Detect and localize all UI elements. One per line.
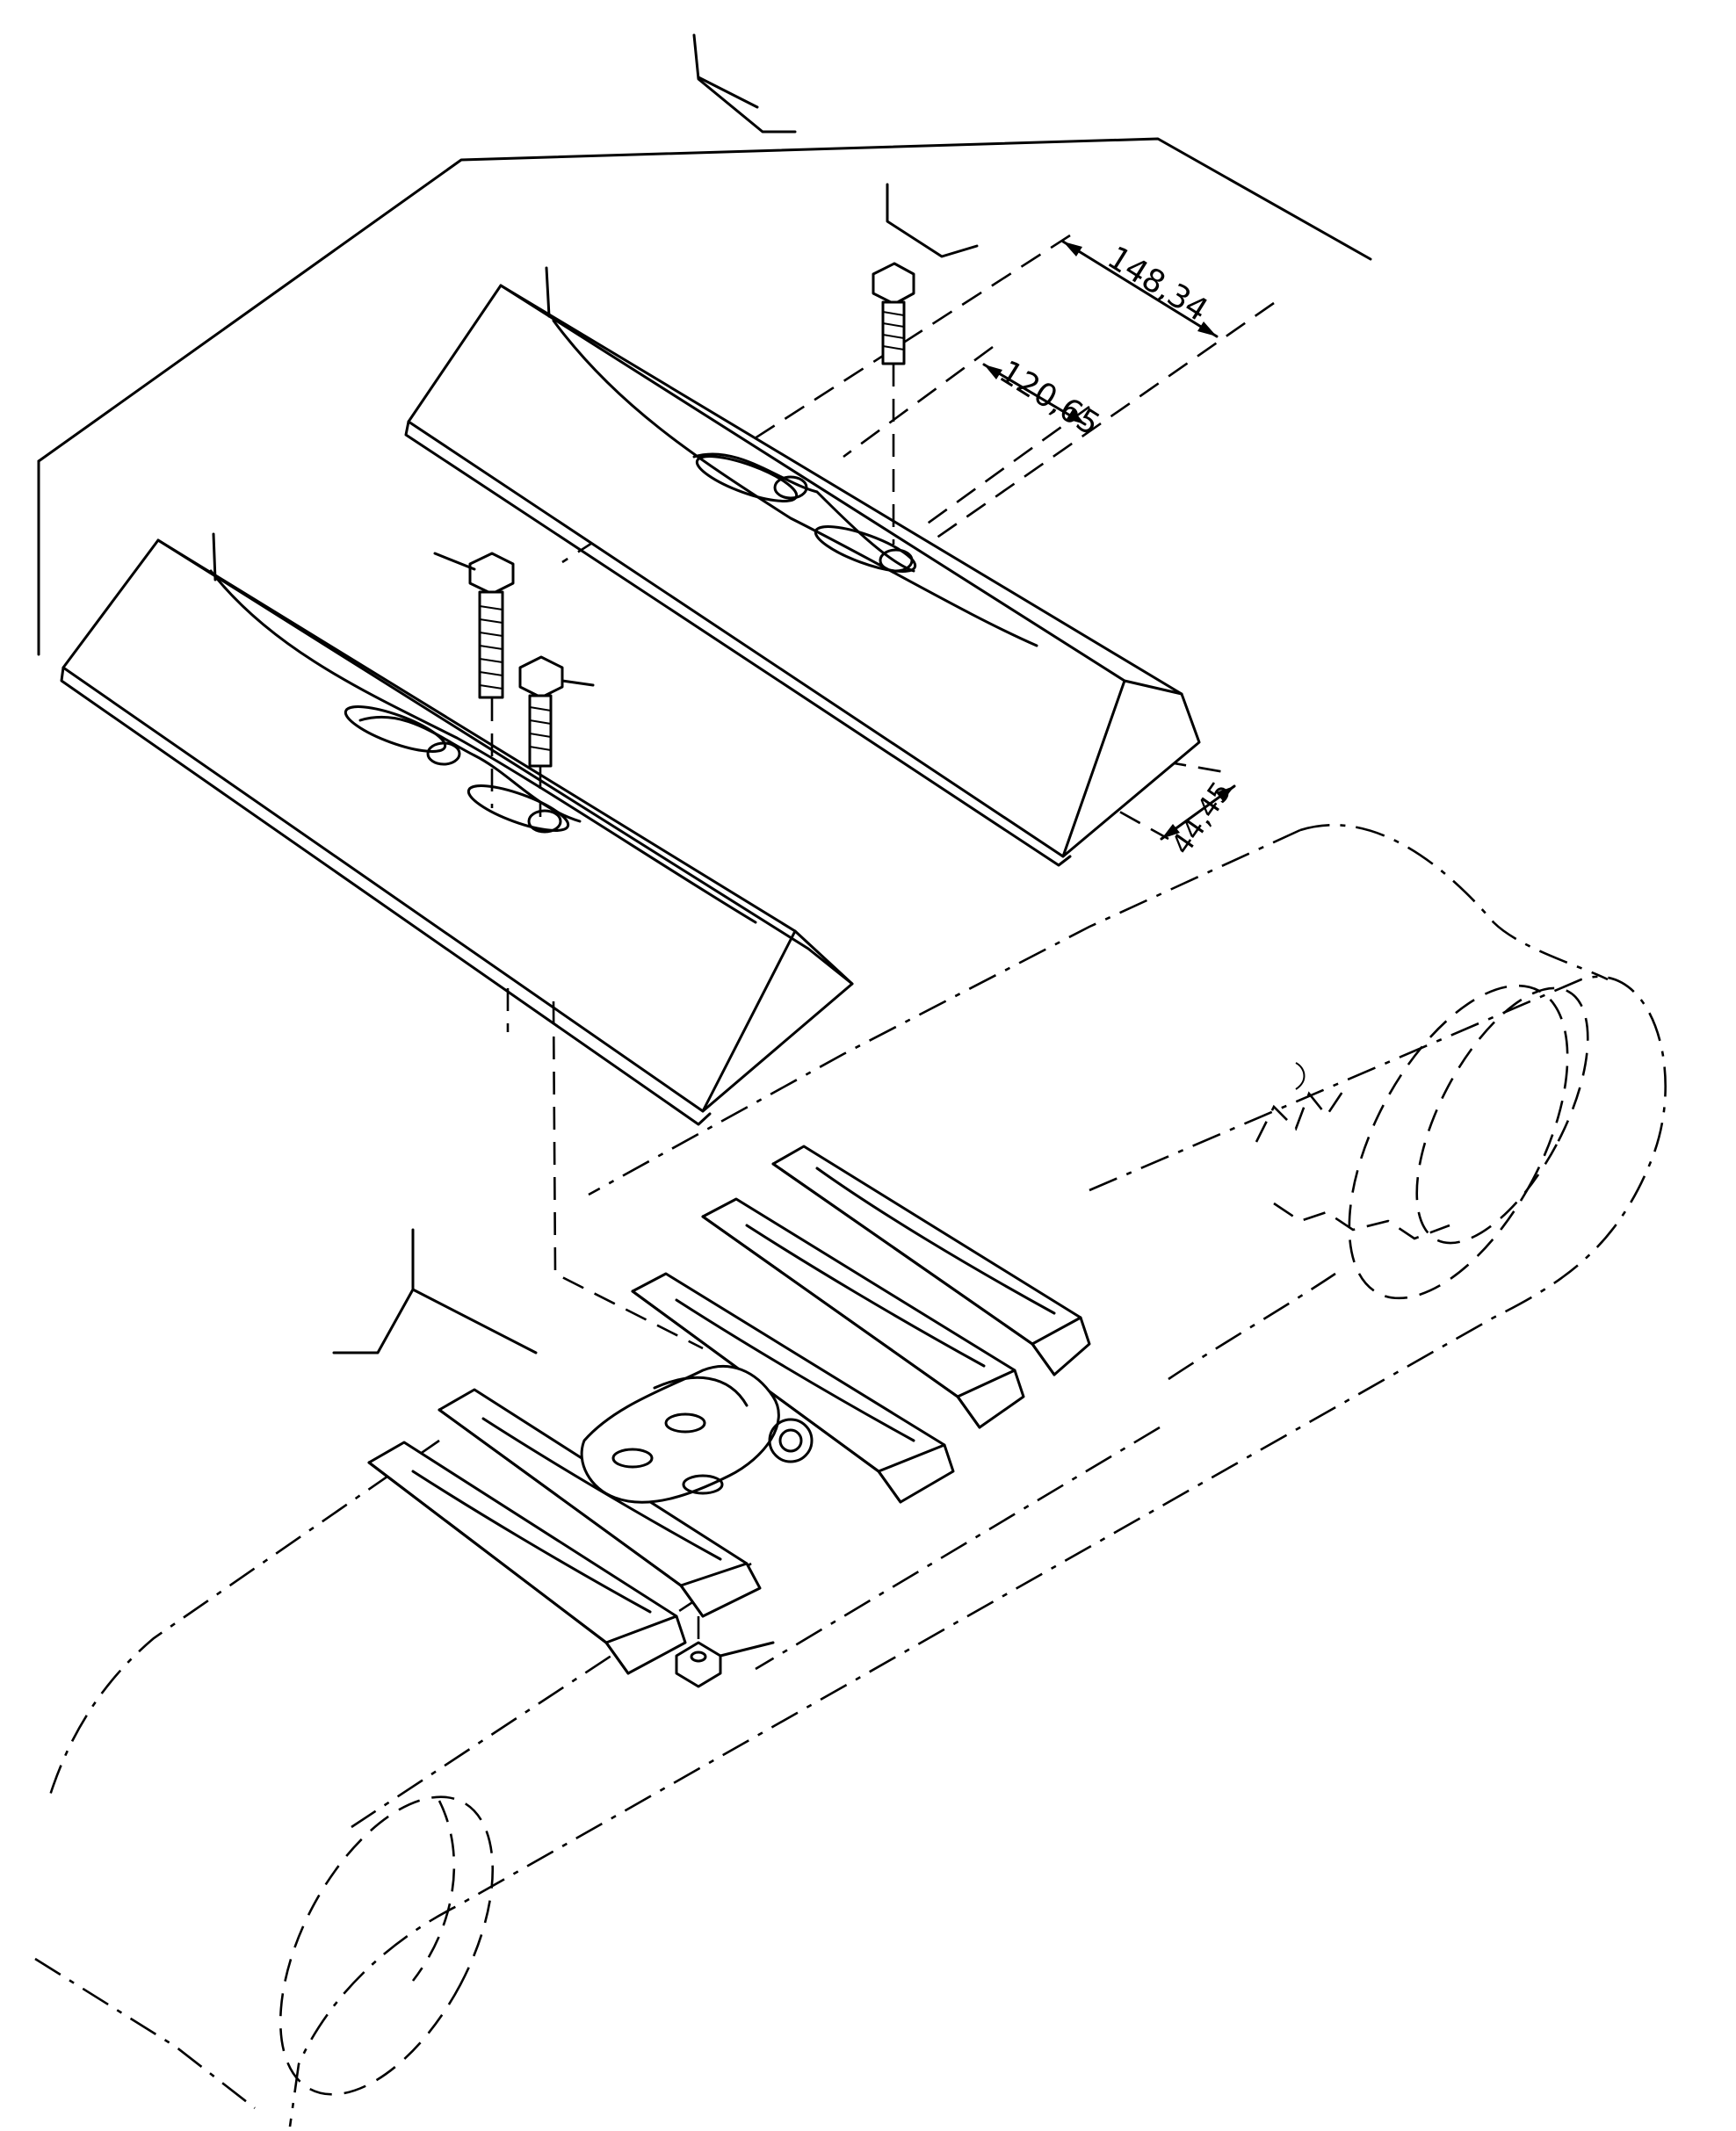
track-shoe-upper-right	[404, 266, 1201, 867]
dimension-label-148-34: 148,34	[1101, 240, 1214, 329]
bolt-short-left	[518, 655, 595, 817]
assembled-shoe-5	[367, 1441, 687, 1675]
leader-lines-lower	[332, 1062, 1306, 1354]
bolt-long-left	[433, 552, 515, 808]
dimension-120-65: 120,65	[843, 345, 1106, 529]
dimension-label-44-45: 44,45	[1164, 776, 1238, 861]
assembled-shoe-3	[631, 1272, 955, 1504]
dimension-label-120-65: 120,65	[993, 354, 1106, 444]
track-chain-links	[580, 1364, 814, 1504]
assembled-shoe-1	[771, 1145, 1091, 1376]
assembled-shoe-4	[438, 1388, 762, 1618]
track-shoe-upper-left	[60, 532, 854, 1126]
sprocket-teeth	[1255, 1088, 1450, 1240]
projection-lines	[506, 988, 704, 1350]
detail-frame	[37, 33, 1372, 656]
track-belt-outline	[34, 823, 1667, 2127]
bolt-upper	[872, 183, 979, 545]
assembled-shoe-2	[701, 1197, 1025, 1429]
track-nut	[675, 1616, 775, 1688]
